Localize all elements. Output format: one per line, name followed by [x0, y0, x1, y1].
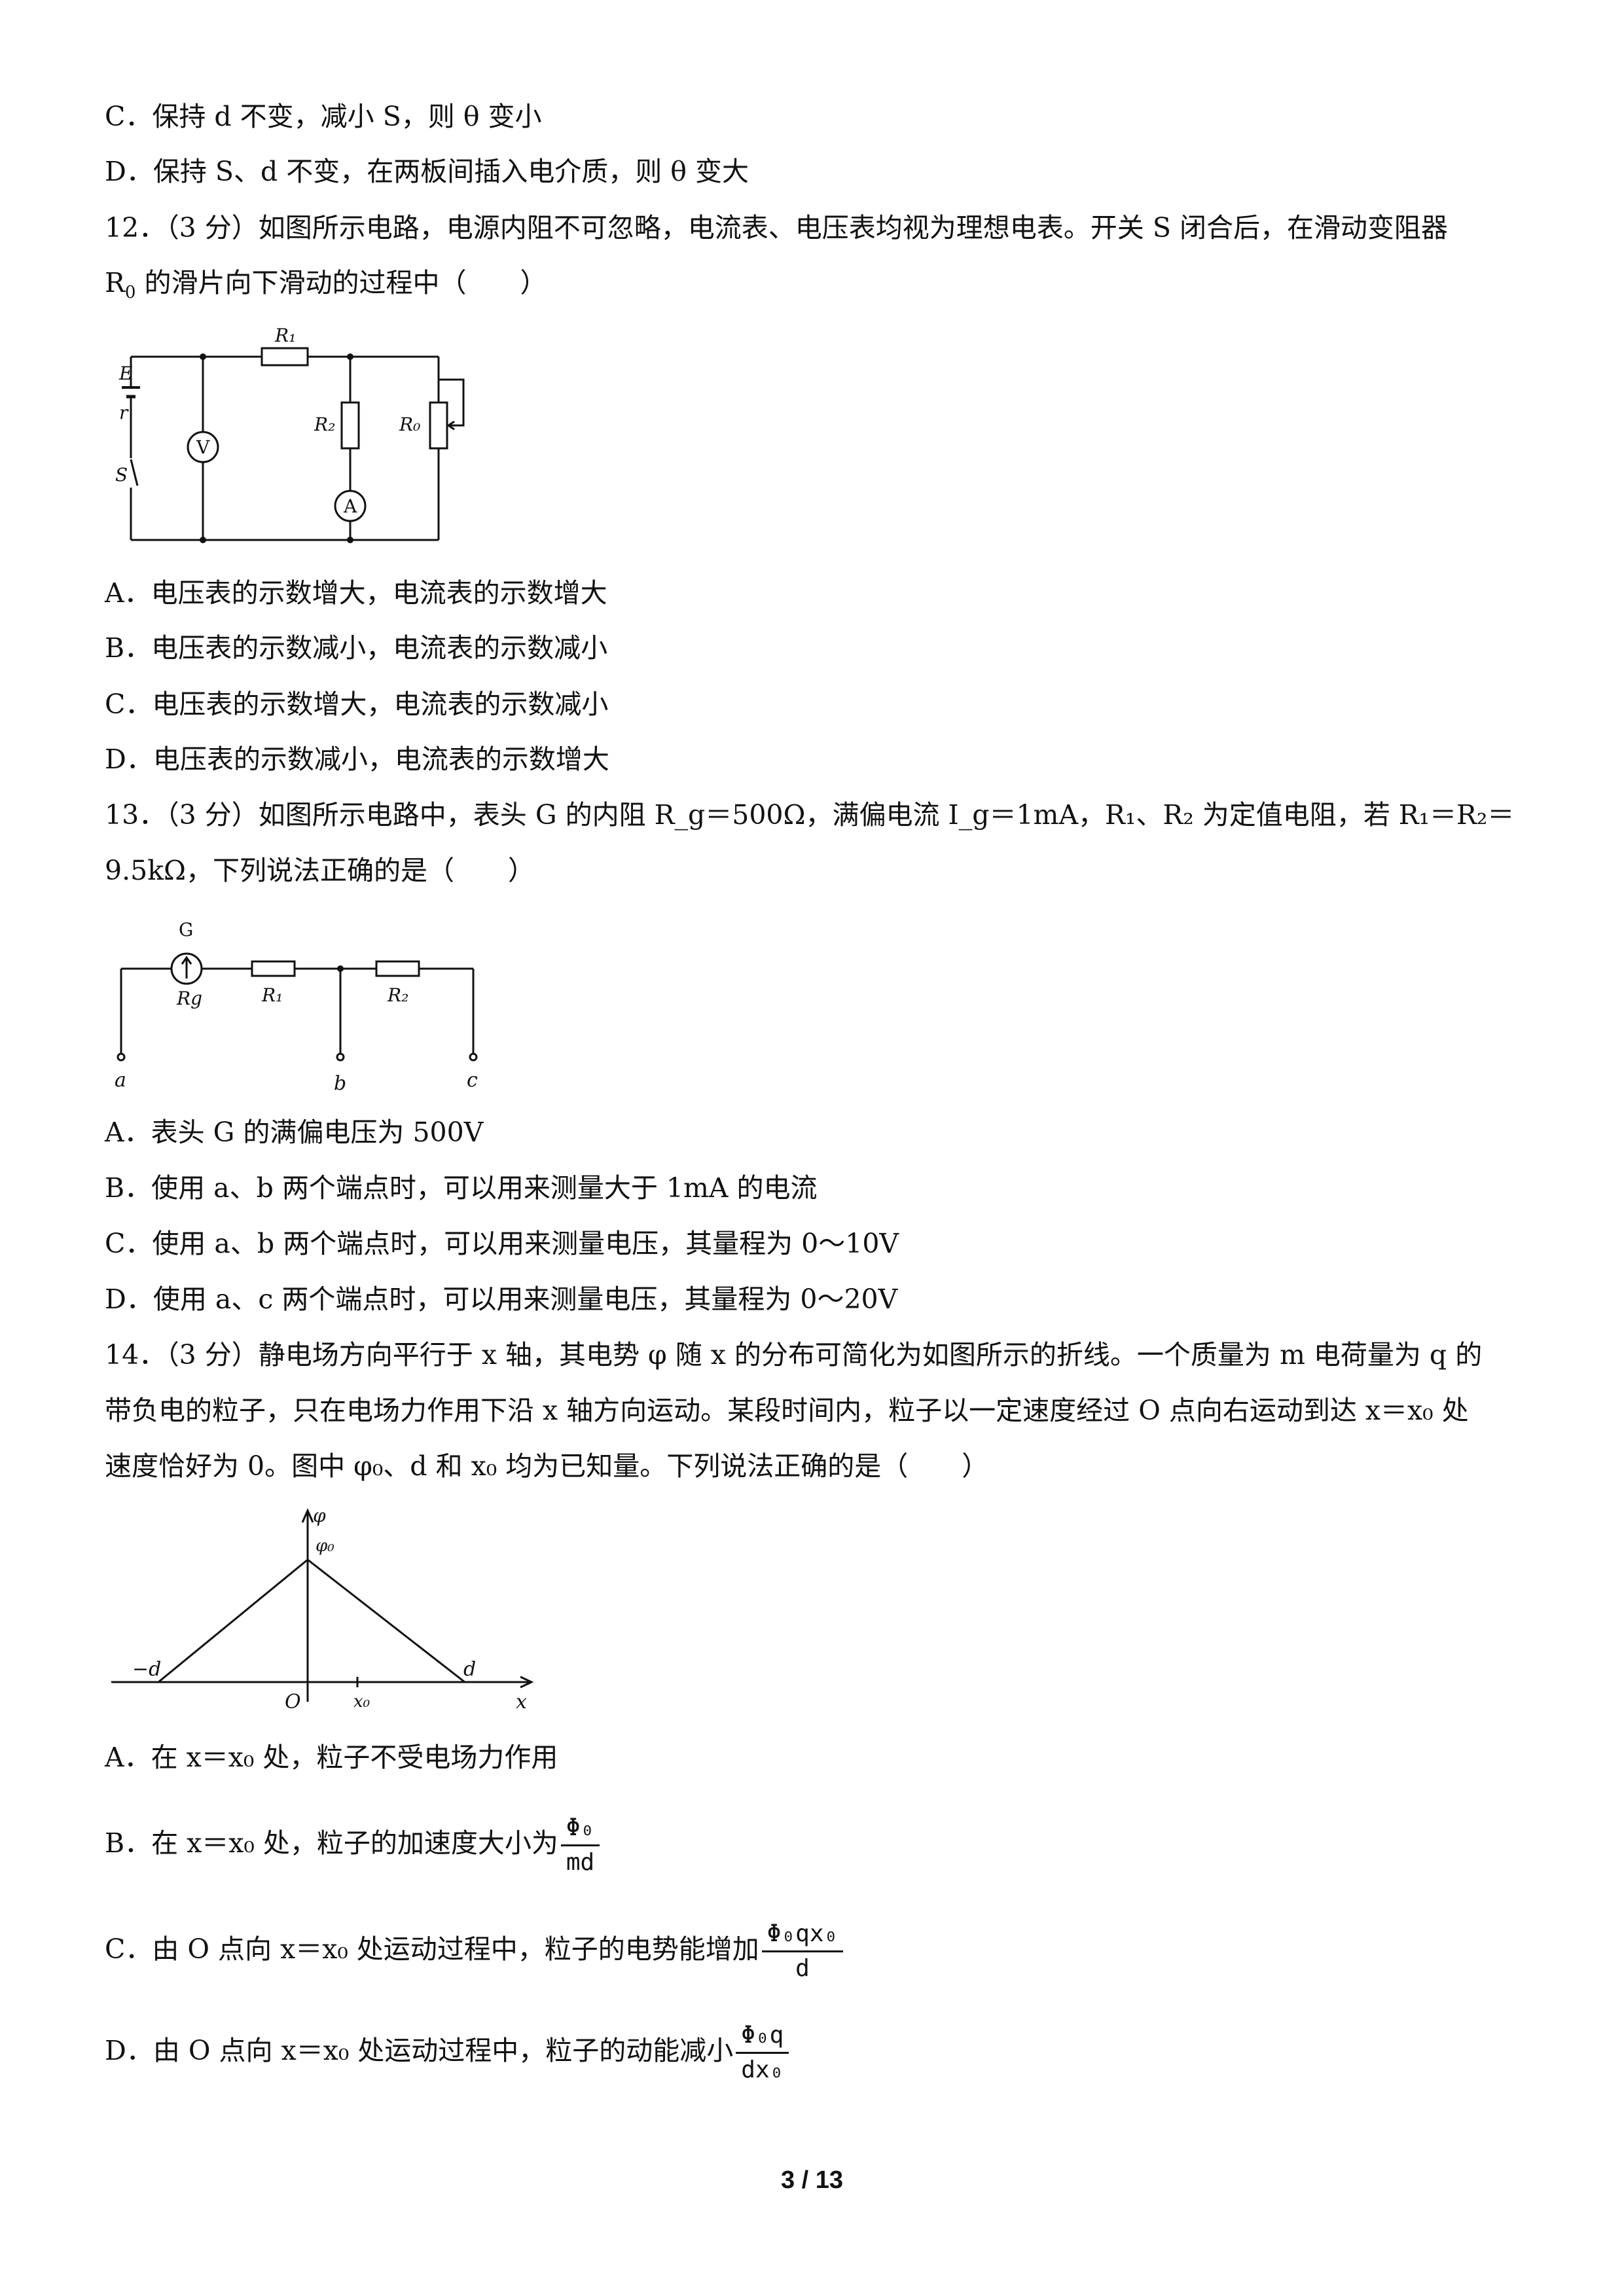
q14-option-b-fraction: Φ₀ md: [560, 1812, 600, 1879]
q13-option-d: D．使用 a、c 两个端点时，可以用来测量电压，其量程为 0～20V: [105, 1283, 898, 1315]
label-r2: R₂: [314, 414, 335, 435]
fraction-denominator: d: [795, 1955, 810, 1982]
label-d: d: [463, 1658, 476, 1681]
q13-option-a: A．表头 G 的满偏电压为 500V: [105, 1117, 484, 1148]
q14-stem-line3: 速度恰好为 0。图中 φ₀、d 和 x₀ 均为已知量。下列说法正确的是（ ）: [105, 1450, 989, 1482]
q12-stem-tail: 的滑片向下滑动的过程中（ ）: [135, 267, 547, 298]
q12-option-a: A．电压表的示数增大，电流表的示数增大: [105, 577, 607, 609]
q13-stem-line1: 13．（3 分）如图所示电路中，表头 G 的内阻 R_g＝500Ω，满偏电流 I…: [105, 799, 1515, 831]
label-phi0: φ₀: [316, 1536, 334, 1556]
q12-stem-line1: 12．（3 分）如图所示电路，电源内阻不可忽略，电流表、电压表均视为理想电表。开…: [105, 212, 1448, 243]
q11-option-c: C．保持 d 不变，减小 S，则 θ 变小: [105, 101, 542, 132]
q12-r-symbol: R: [105, 267, 125, 298]
q13-circuit-diagram: G Rg R₁ R₂ a b c: [115, 919, 478, 1095]
q13-stem-line2: 9.5kΩ，下列说法正确的是（ ）: [105, 855, 535, 886]
q14-option-b-text: B．在 x＝x₀ 处，粒子的加速度大小为: [105, 1827, 558, 1859]
label-e: E: [118, 363, 132, 384]
label-r: r: [119, 402, 129, 423]
label-voltmeter: V: [196, 437, 210, 458]
label-x-axis: x: [516, 1691, 527, 1713]
q13-option-c: C．使用 a、b 两个端点时，可以用来测量电压，其量程为 0～10V: [105, 1228, 899, 1259]
label-ammeter: A: [343, 495, 357, 517]
fraction-denominator: dx₀: [741, 2056, 784, 2083]
label-terminal-a: a: [115, 1069, 126, 1092]
label-r0: R₀: [399, 414, 420, 435]
q12-circuit-diagram: R₁ R₂ R₀ E r S V A: [115, 325, 465, 543]
label-r1: R₁: [274, 325, 296, 346]
label-neg-d: −d: [132, 1658, 161, 1681]
q14-potential-graph: φ φ₀ −d d O x₀ x: [111, 1505, 534, 1713]
label-terminal-b: b: [334, 1072, 346, 1095]
label-terminal-c: c: [467, 1069, 478, 1092]
fraction-numerator: Φ₀: [560, 1812, 600, 1846]
q12-option-d: D．电压表的示数减小，电流表的示数增大: [105, 744, 609, 775]
label-origin: O: [285, 1691, 301, 1713]
q12-r-subscript: 0: [124, 283, 136, 303]
page-number: 3 / 13: [780, 2166, 844, 2194]
q14-option-c-fraction: Φ₀qx₀ d: [761, 1918, 844, 1985]
q14-option-a: A．在 x＝x₀ 处，粒子不受电场力作用: [105, 1742, 558, 1773]
q11-option-d: D．保持 S、d 不变，在两板间插入电介质，则 θ 变大: [105, 156, 749, 187]
label-r1: R₁: [261, 984, 283, 1006]
q14-option-c-text: C．由 O 点向 x＝x₀ 处运动过程中，粒子的电势能增加: [105, 1933, 759, 1965]
q13-option-b: B．使用 a、b 两个端点时，可以用来测量大于 1mA 的电流: [105, 1172, 818, 1204]
q12-option-b: B．电压表的示数减小，电流表的示数减小: [105, 632, 608, 664]
fraction-numerator: Φ₀qx₀: [761, 1918, 844, 1952]
label-r2: R₂: [387, 984, 408, 1006]
q14-stem-line2: 带负电的粒子，只在电场力作用下沿 x 轴方向运动。某段时间内，粒子以一定速度经过…: [105, 1395, 1469, 1426]
label-g: G: [179, 919, 193, 941]
label-phi-axis: φ: [313, 1505, 326, 1526]
q14-option-d-text: D．由 O 点向 x＝x₀ 处运动过程中，粒子的动能减小: [105, 2035, 734, 2066]
label-s: S: [115, 464, 128, 486]
label-x0: x₀: [353, 1692, 370, 1712]
fraction-numerator: Φ₀q: [736, 2019, 789, 2054]
q12-option-c: C．电压表的示数增大，电流表的示数减小: [105, 689, 609, 720]
label-rg: Rg: [176, 988, 202, 1009]
q12-stem-line2: R0 的滑片向下滑动的过程中（ ）: [105, 263, 1532, 312]
q14-stem-line1: 14．（3 分）静电场方向平行于 x 轴，其电势 φ 随 x 的分布可简化为如图…: [105, 1339, 1483, 1371]
fraction-denominator: md: [566, 1849, 595, 1876]
